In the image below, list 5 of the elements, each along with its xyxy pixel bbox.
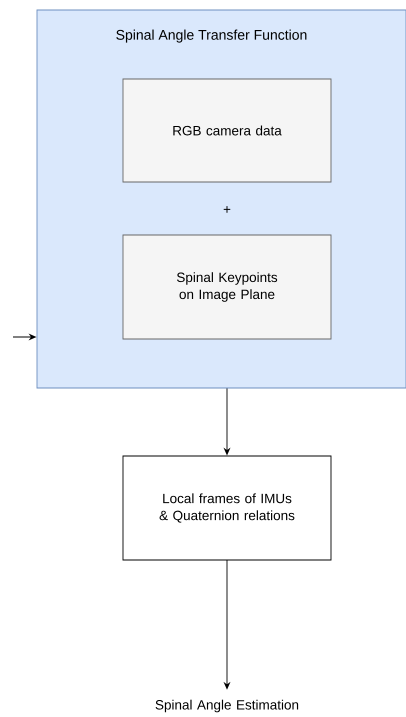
process-box: Local frames of IMUs & Quaternion relations	[122, 456, 332, 560]
process-box: Spinal Keypoints on Image Plane	[122, 234, 332, 340]
process-box: RGB camera data	[122, 78, 332, 182]
output-label: Spinal Angle Estimation	[156, 700, 298, 712]
plus-sign: +	[224, 206, 230, 213]
